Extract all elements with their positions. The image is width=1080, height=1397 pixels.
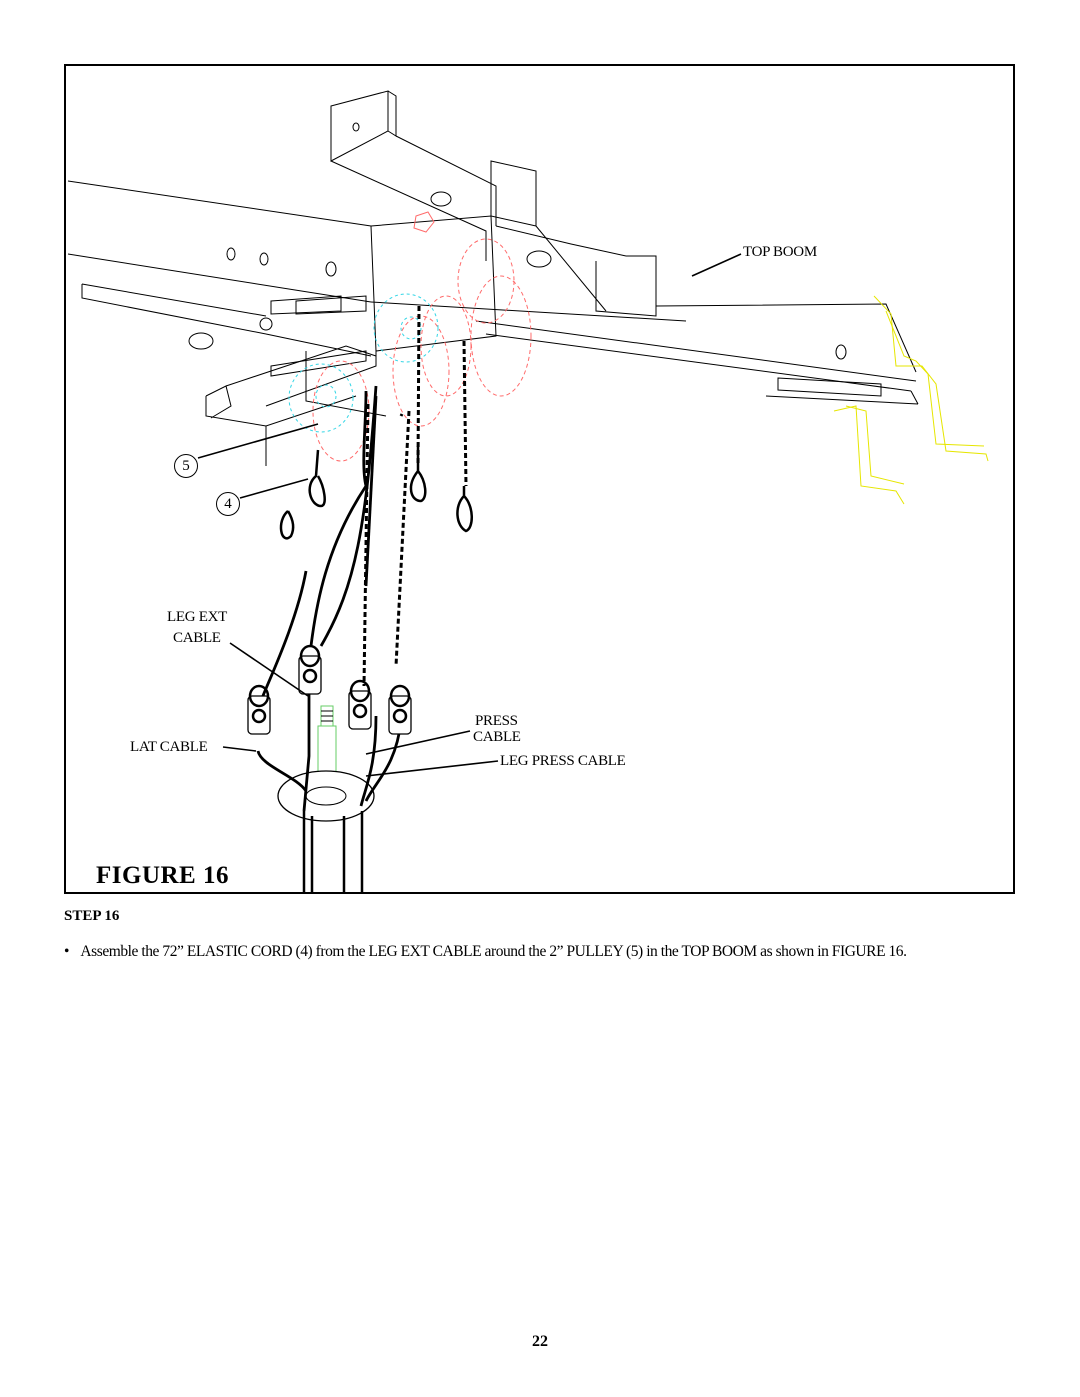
vertical-cables [302,811,364,892]
pulleys-cyan [288,293,439,433]
top-boom-tube [67,180,919,405]
red-nut [413,211,435,233]
press-cable-label-line1: PRESS [475,713,518,729]
figure-caption: FIGURE 16 [96,862,229,889]
snap-hooks [279,446,473,540]
bullet: • [64,943,69,960]
step-heading: STEP 16 [64,908,120,924]
page-number: 22 [532,1333,548,1350]
lat-cable-label: LAT CABLE [130,739,208,755]
callout-elastic-cord-4: 4 [216,492,240,516]
assembly-drawing [67,90,989,892]
cables [256,385,403,812]
step-instruction: • Assemble the 72” ELASTIC CORD (4) from… [64,943,907,961]
figure-frame: TOP BOOM 5 4 LEG EXT CABLE LAT CABLE PRE… [64,64,1015,894]
boom-slot [777,377,882,397]
dashed-cables [362,305,468,687]
leader-lines [197,253,742,777]
upper-bracket [330,90,657,317]
end-bracket-yellow [833,295,989,505]
step-instruction-text: Assemble the 72” ELASTIC CORD (4) from t… [80,943,907,960]
press-cable-label-line2: CABLE [473,729,521,745]
leg-ext-label-line2: CABLE [173,630,221,646]
leg-ext-label-line1: LEG EXT [167,609,227,625]
base-plate [277,770,375,822]
top-boom-label: TOP BOOM [743,244,817,260]
leg-press-cable-label: LEG PRESS CABLE [500,753,626,769]
callout-pulley-5: 5 [174,454,198,478]
cable-pulley-blocks [247,655,412,735]
housing-block [205,215,497,466]
pulleys-red [312,238,532,462]
